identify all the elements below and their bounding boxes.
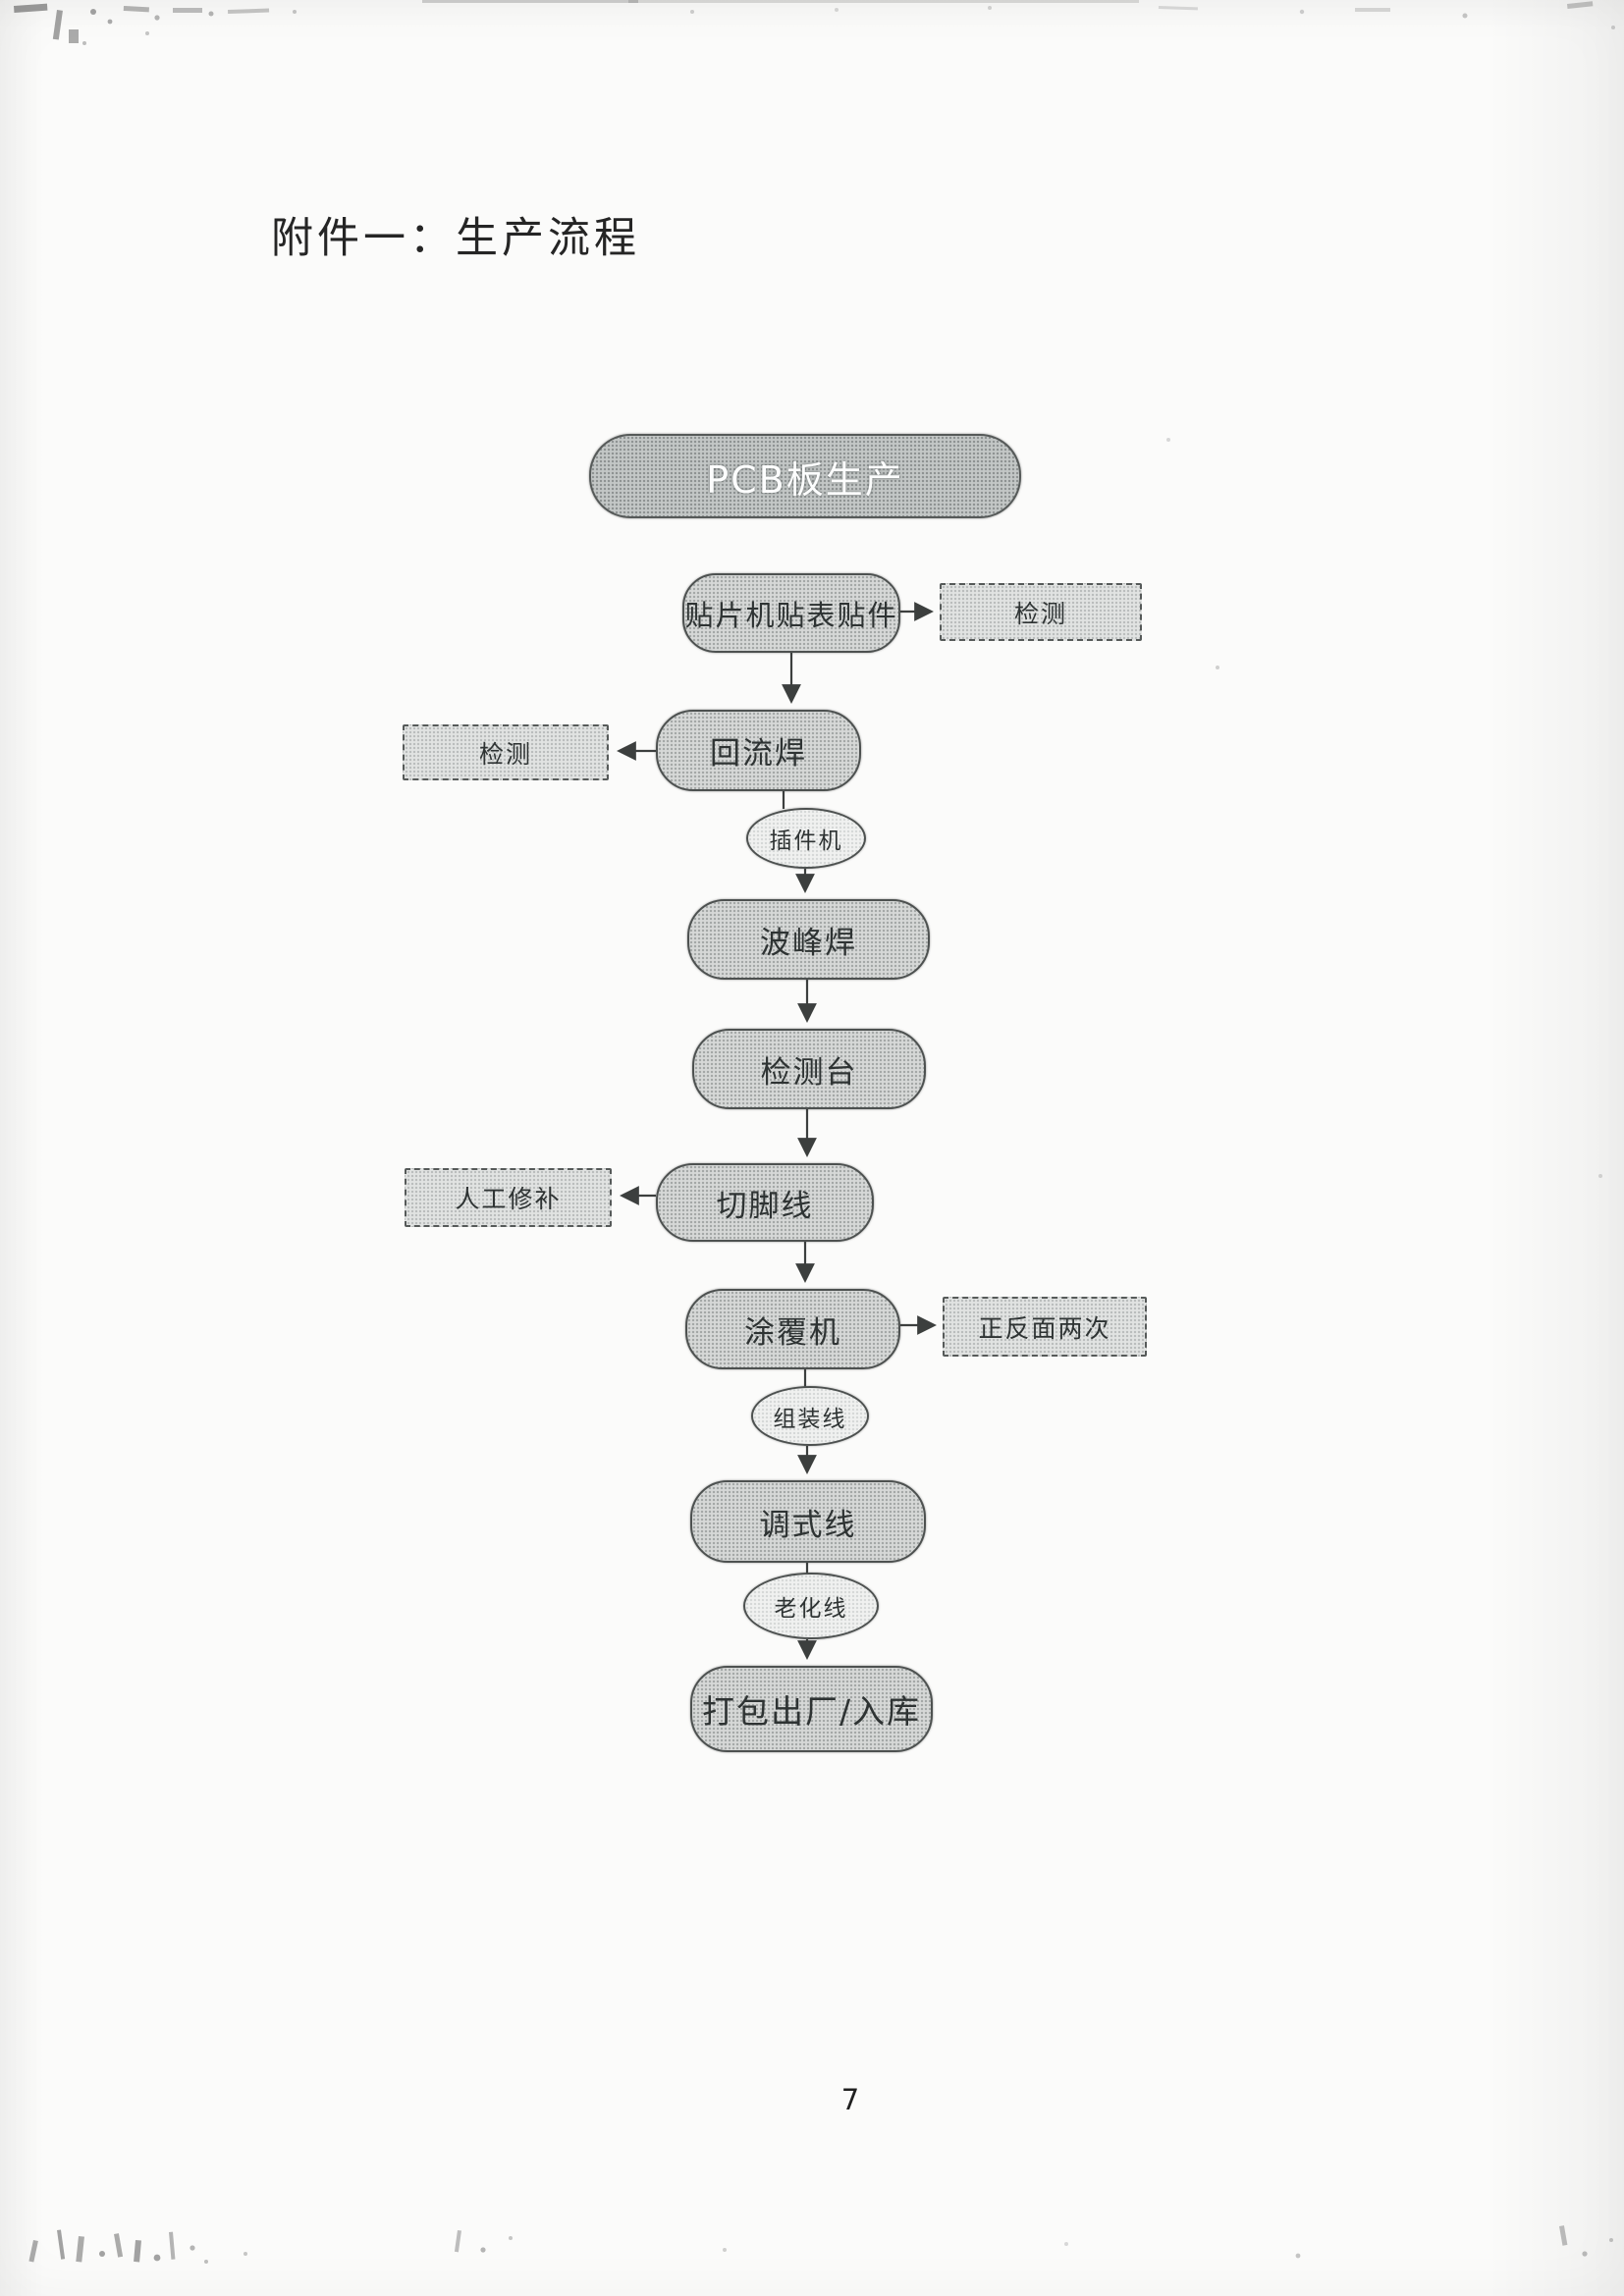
flow-node-inserter-machine: 插件机 [746,808,866,869]
flow-node-pcb-production: PCB板生产 [589,434,1021,518]
flow-node-coating-machine: 涂覆机 [685,1289,900,1369]
page-title: 附件一：生产流程 [271,214,640,263]
page-number: 7 [840,2083,860,2116]
flow-node-test-bench-label: 检测台 [760,1054,858,1091]
flow-node-manual-repair-label: 人工修补 [455,1185,562,1213]
flow-node-aging-line-label: 老化线 [774,1596,848,1622]
flow-node-reflow-soldering: 回流焊 [656,710,861,791]
flow-node-inspection-right: 检测 [940,583,1142,641]
flow-node-lead-cutting-label: 切脚线 [716,1188,814,1224]
flow-node-lead-cutting: 切脚线 [656,1163,874,1242]
flow-node-smt-placement: 贴片机贴表贴件 [682,573,900,653]
flow-node-inspection-right-label: 检测 [1013,599,1067,628]
flow-node-aging-line: 老化线 [743,1573,879,1639]
flow-node-inserter-machine-label: 插件机 [769,828,843,854]
flow-node-wave-soldering-label: 波峰焊 [760,925,857,961]
flow-node-assembly-line: 组装线 [751,1386,869,1446]
flow-node-test-bench: 检测台 [692,1029,926,1109]
flow-node-pcb-production-label: PCB板生产 [706,457,904,502]
flow-node-wave-soldering: 波峰焊 [687,899,930,980]
flow-node-packing-shipping: 打包出厂/入库 [690,1666,933,1752]
flow-node-smt-placement-label: 贴片机贴表贴件 [684,598,898,632]
flow-node-inspection-left-label: 检测 [478,739,532,769]
flow-node-both-sides-twice: 正反面两次 [943,1297,1147,1357]
flow-node-manual-repair: 人工修补 [405,1168,612,1227]
flow-node-reflow-soldering-label: 回流焊 [710,736,807,772]
flow-node-debug-line-label: 调式线 [759,1507,857,1543]
flow-node-packing-shipping-label: 打包出厂/入库 [701,1692,922,1731]
flow-node-both-sides-twice-label: 正反面两次 [978,1313,1111,1343]
flow-node-inspection-left: 检测 [403,724,609,780]
flow-node-assembly-line-label: 组装线 [773,1406,847,1432]
flow-node-coating-machine-label: 涂覆机 [744,1314,841,1351]
flow-node-debug-line: 调式线 [690,1480,926,1563]
